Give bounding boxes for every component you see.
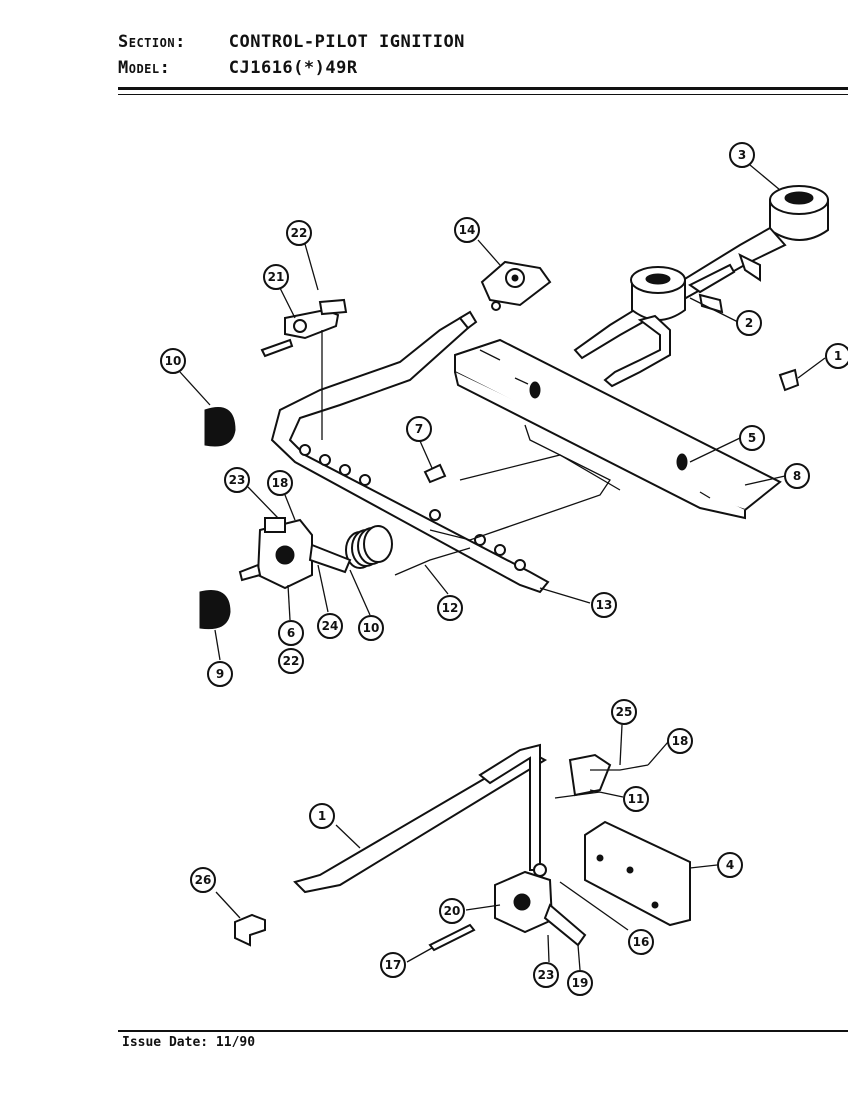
part-14-spark-module <box>480 260 552 311</box>
callout-4: 4 <box>717 852 743 878</box>
callout-11: 11 <box>623 786 649 812</box>
svg-text:25: 25 <box>616 705 633 719</box>
svg-text:1: 1 <box>834 349 842 363</box>
callout-16: 16 <box>628 929 654 955</box>
svg-text:21: 21 <box>268 270 285 284</box>
callout-8: 8 <box>784 463 810 489</box>
callout-23-lower: 23 <box>533 962 559 988</box>
callout-2: 2 <box>736 310 762 336</box>
section-title: CONTROL-PILOT IGNITION <box>228 32 465 52</box>
callout-23: 23 <box>224 467 250 493</box>
part-4-bracket <box>584 820 691 927</box>
svg-text:13: 13 <box>596 598 613 612</box>
callout-26: 26 <box>190 867 216 893</box>
svg-text:2: 2 <box>745 316 753 330</box>
part-7-fitting <box>423 463 447 484</box>
svg-text:10: 10 <box>363 621 380 635</box>
issue-date-label: Issue Date: <box>122 1035 209 1050</box>
model-number: CJ1616(*)49R <box>228 58 358 78</box>
model-label: Model: <box>118 58 171 78</box>
svg-text:24: 24 <box>322 619 339 633</box>
callout-9: 9 <box>207 661 233 687</box>
part-17-screw <box>428 923 476 952</box>
svg-text:16: 16 <box>633 935 650 949</box>
burner-2 <box>603 263 736 388</box>
callout-1: 1 <box>825 343 848 369</box>
svg-text:26: 26 <box>195 873 212 887</box>
callout-3: 3 <box>729 142 755 168</box>
svg-text:23: 23 <box>229 473 246 487</box>
svg-text:3: 3 <box>738 148 746 162</box>
callout-25: 25 <box>611 699 637 725</box>
header-rule-top <box>118 87 848 90</box>
svg-text:14: 14 <box>459 223 476 237</box>
callout-10-lower: 10 <box>358 615 384 641</box>
part-9-knob <box>199 590 231 630</box>
part-11-pilot-assembly <box>554 753 649 799</box>
svg-text:8: 8 <box>793 469 801 483</box>
issue-date: Issue Date: 11/90 <box>122 1035 255 1050</box>
svg-text:12: 12 <box>442 601 459 615</box>
svg-text:17: 17 <box>385 958 402 972</box>
svg-text:11: 11 <box>628 792 645 806</box>
svg-text:4: 4 <box>726 858 734 872</box>
callout-18: 18 <box>267 470 293 496</box>
svg-text:18: 18 <box>272 476 289 490</box>
svg-text:23: 23 <box>538 968 555 982</box>
callout-13: 13 <box>591 592 617 618</box>
svg-text:18: 18 <box>672 734 689 748</box>
part-5-burner-support <box>454 338 782 520</box>
issue-date-value: 11/90 <box>215 1035 256 1050</box>
callout-24: 24 <box>317 613 343 639</box>
callout-1-lower: 1 <box>309 803 335 829</box>
section-label: Section: <box>118 32 186 52</box>
part-10-coil <box>345 525 393 569</box>
svg-text:6: 6 <box>287 626 295 640</box>
svg-text:10: 10 <box>165 354 182 368</box>
callout-17: 17 <box>380 952 406 978</box>
callout-7: 7 <box>406 416 432 442</box>
svg-text:9: 9 <box>216 667 224 681</box>
parts-diagram: 3 14 22 21 2 1 10 5 7 8 23 18 13 12 6 24… <box>160 142 848 996</box>
pilot-tubing <box>394 424 621 576</box>
header-rule-bottom <box>118 94 848 95</box>
callout-21: 21 <box>263 264 289 290</box>
section-line: Section: CONTROL-PILOT IGNITION <box>118 32 465 52</box>
part-20-valve-lower <box>494 863 587 947</box>
part-1-clip <box>778 368 800 392</box>
callout-10: 10 <box>160 348 186 374</box>
callout-5: 5 <box>739 425 765 451</box>
callout-20: 20 <box>439 898 465 924</box>
svg-text:5: 5 <box>748 431 756 445</box>
callout-12: 12 <box>437 595 463 621</box>
part-6-valve <box>238 517 352 590</box>
svg-text:19: 19 <box>572 976 589 990</box>
gas-manifold <box>270 310 550 594</box>
svg-text:22: 22 <box>291 226 308 240</box>
footer-rule <box>118 1030 848 1032</box>
part-26-clip <box>234 913 266 947</box>
svg-text:7: 7 <box>415 422 423 436</box>
callout-22-lower: 22 <box>278 648 304 674</box>
callout-6: 6 <box>278 620 304 646</box>
callout-22: 22 <box>286 220 312 246</box>
svg-text:1: 1 <box>318 809 326 823</box>
callout-14: 14 <box>454 217 480 243</box>
svg-text:20: 20 <box>444 904 461 918</box>
model-line: Model: CJ1616(*)49R <box>118 58 358 78</box>
burner-3 <box>573 185 829 360</box>
leader-lines <box>179 164 826 971</box>
callout-18-lower: 18 <box>667 728 693 754</box>
callout-19: 19 <box>567 970 593 996</box>
svg-text:22: 22 <box>283 654 300 668</box>
part-21-igniter <box>260 298 348 440</box>
part-10-knob <box>204 407 236 447</box>
